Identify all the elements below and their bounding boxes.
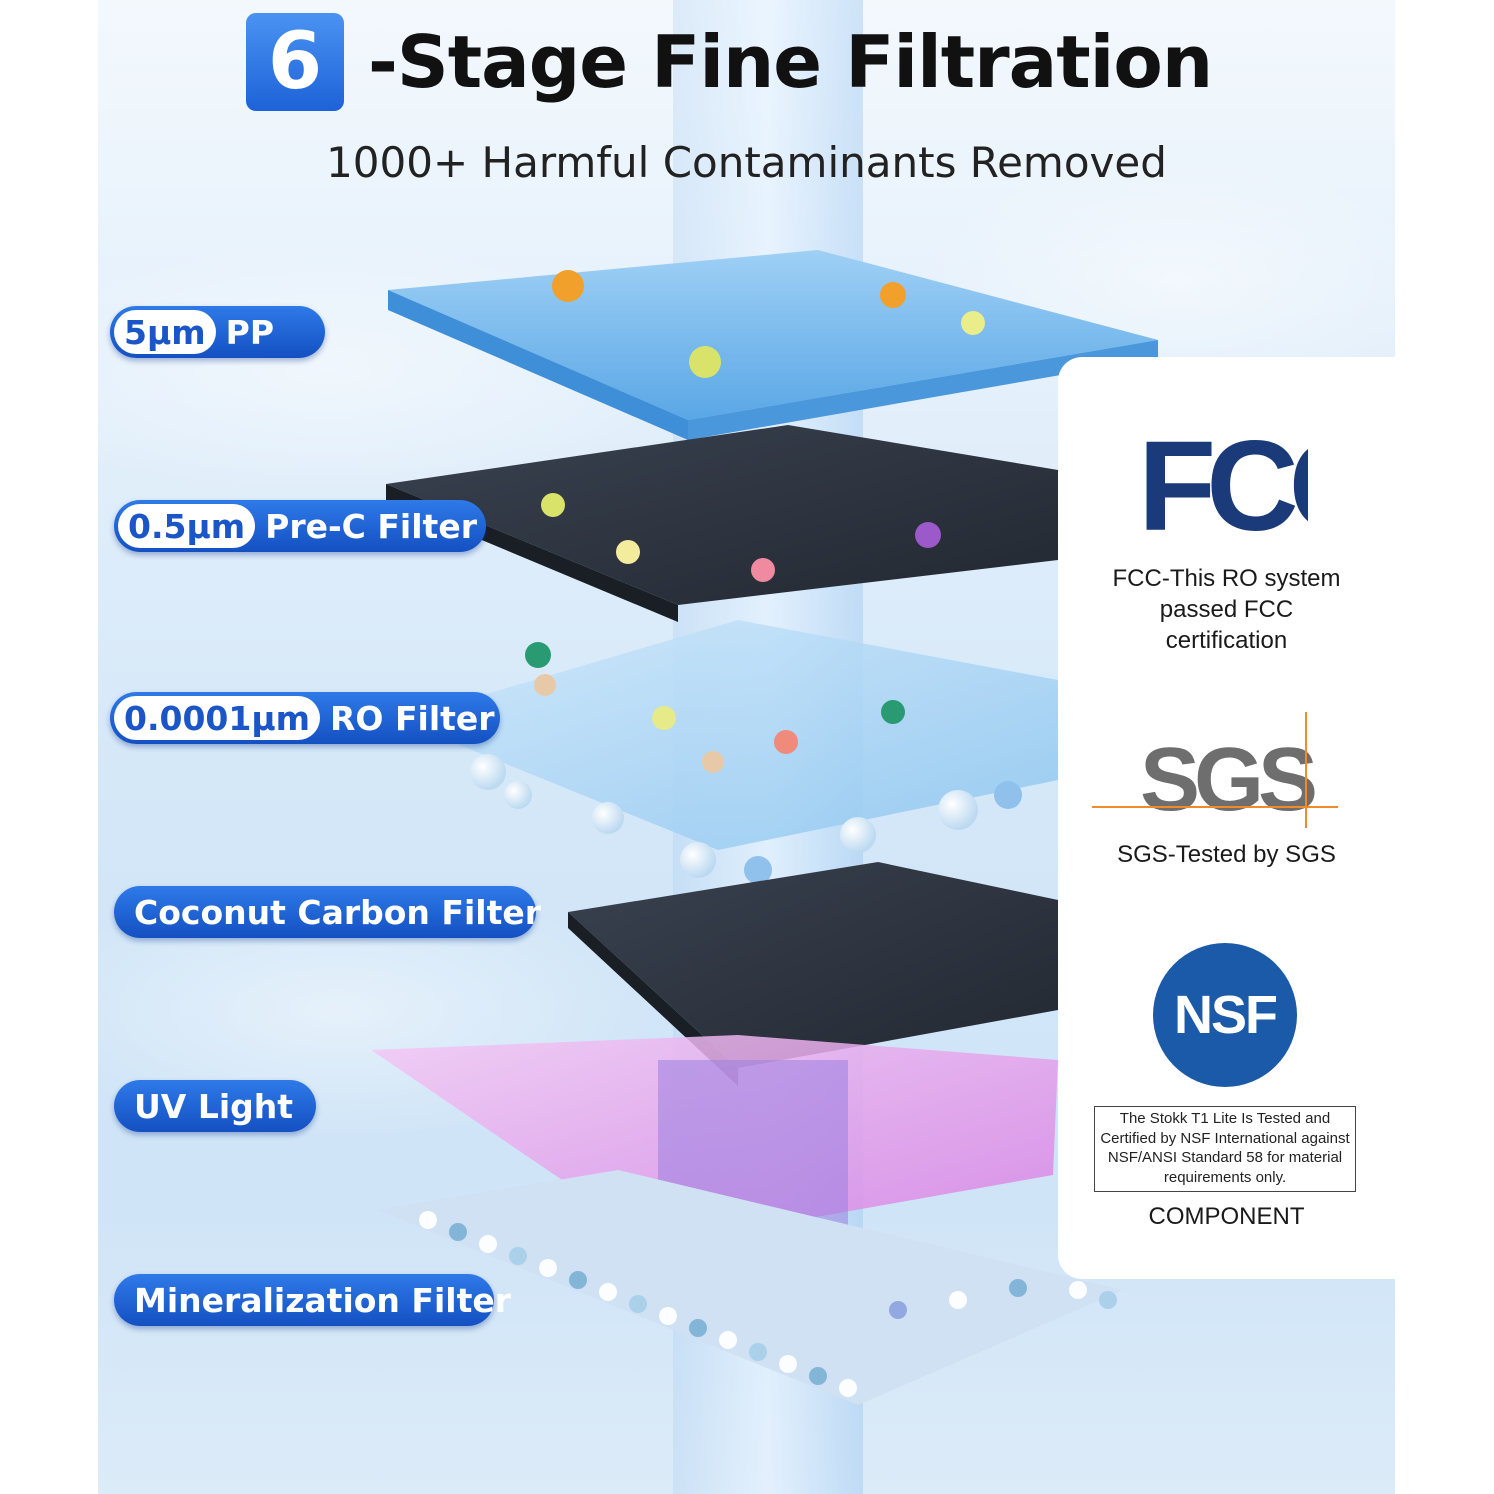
stage-pill-ro: 0.0001μm bbox=[114, 696, 321, 740]
sgs-logo-text: SGS bbox=[1140, 730, 1315, 830]
mineralization-layer bbox=[378, 1170, 1123, 1405]
stage-pill-pp: 5μm bbox=[114, 310, 216, 354]
stage-label-mineralization: Mineralization Filter bbox=[114, 1274, 511, 1326]
stage-text-mineralization: Mineralization Filter bbox=[134, 1280, 512, 1320]
stage-label-coconut-carbon: Coconut Carbon Filter bbox=[114, 886, 541, 938]
product-illustration: 6 -Stage Fine Filtration 1000+ Harmful C… bbox=[98, 0, 1395, 1494]
coconut-carbon-layer bbox=[568, 862, 1058, 1068]
fcc-logo-text: FCC bbox=[1138, 418, 1308, 543]
fcc-caption: FCC-This RO system passed FCC certificat… bbox=[1112, 565, 1341, 654]
certification-panel bbox=[1058, 357, 1395, 1279]
mineral-beads bbox=[419, 1211, 1117, 1397]
stage-text-pp: PP bbox=[225, 312, 275, 352]
stage-label-pp: 5μm PP bbox=[110, 306, 325, 358]
nsf-statement-box: The Stokk T1 Lite Is Tested and Certifie… bbox=[1094, 1106, 1356, 1192]
nsf-logo: NSF bbox=[1153, 943, 1297, 1087]
nsf-component-label: COMPONENT bbox=[1148, 1203, 1305, 1230]
ro-filter-layer bbox=[398, 620, 1058, 850]
stage-text-pre-c: Pre-C Filter bbox=[265, 506, 477, 546]
stage-pill-pre-c: 0.5μm bbox=[118, 504, 256, 548]
stage-text-uv: UV Light bbox=[134, 1086, 294, 1126]
stage-label-pre-c: 0.5μm Pre-C Filter bbox=[114, 500, 486, 552]
title-row: 6 -Stage Fine Filtration bbox=[246, 12, 1213, 112]
pp-filter-layer bbox=[388, 250, 1158, 420]
filter-layers bbox=[371, 250, 1158, 1405]
pp-filter-edge bbox=[688, 340, 1158, 440]
sgs-logo: SGS bbox=[1092, 712, 1338, 830]
ro-membrane-balls bbox=[470, 754, 1022, 884]
fcc-logo: FCC bbox=[1138, 418, 1308, 543]
stage-count-badge: 6 bbox=[246, 13, 344, 111]
sgs-caption: SGS-Tested by SGS bbox=[1117, 841, 1336, 868]
stage-label-uv: UV Light bbox=[114, 1080, 316, 1132]
pre-c-filter-layer bbox=[386, 425, 1058, 605]
page-title: -Stage Fine Filtration bbox=[368, 20, 1213, 104]
pp-filter-edge bbox=[388, 290, 688, 440]
stage-text-ro: RO Filter bbox=[330, 698, 495, 738]
contaminant-particles bbox=[525, 270, 985, 773]
page-subtitle: 1000+ Harmful Contaminants Removed bbox=[326, 138, 1167, 187]
stage-label-ro: 0.0001μm RO Filter bbox=[110, 692, 500, 744]
stage-text-coconut-carbon: Coconut Carbon Filter bbox=[134, 892, 542, 932]
